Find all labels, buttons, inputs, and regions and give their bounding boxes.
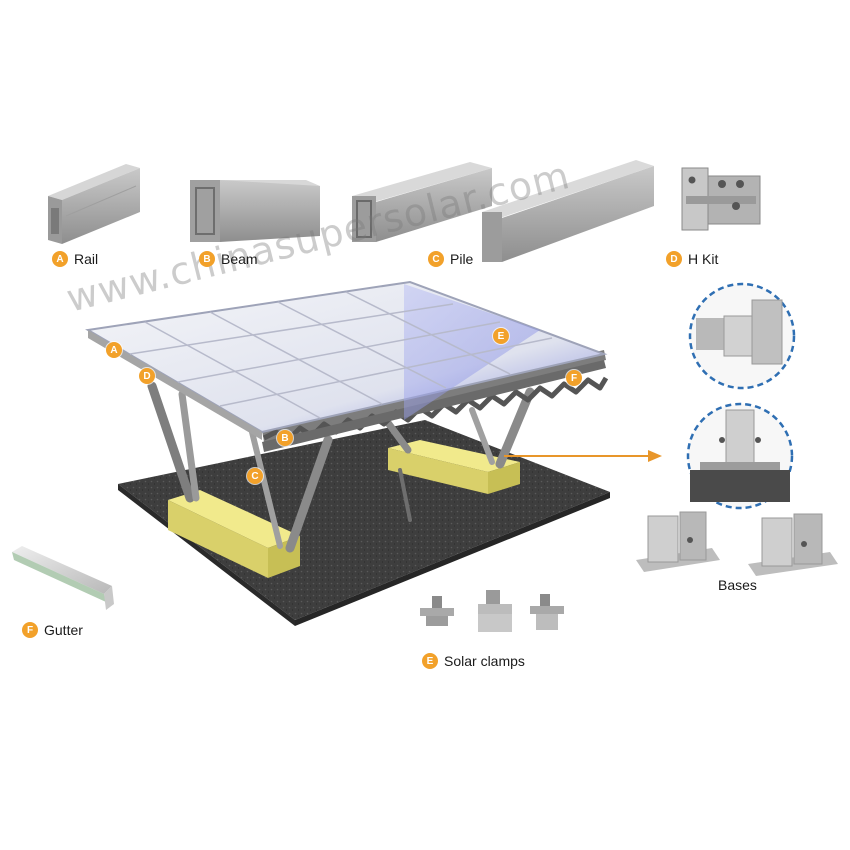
part-label-rail: A Rail: [52, 251, 98, 267]
part-label-text: H Kit: [688, 251, 719, 267]
part-letter-badge: C: [428, 251, 444, 267]
callout-d: D: [139, 368, 155, 384]
part-letter-badge: E: [422, 653, 438, 669]
callout-e: E: [493, 328, 509, 344]
gutter-part: [12, 546, 114, 610]
part-label-text: Solar clamps: [444, 653, 525, 669]
part-label-text: Rail: [74, 251, 99, 267]
part-letter-badge: F: [22, 622, 38, 638]
part-label-text: Pile: [450, 251, 474, 267]
part-label-beam: B Beam: [199, 251, 258, 267]
concrete-footing: [168, 440, 520, 578]
bases-part: [636, 511, 838, 576]
part-label-h-kit: D H Kit: [666, 251, 718, 267]
solar-clamps-part: [420, 590, 564, 632]
pile-posts: [147, 381, 535, 553]
rail-part: [48, 164, 140, 244]
callout-a: A: [106, 342, 122, 358]
part-label-solar-clamps: E Solar clamps: [422, 653, 525, 669]
solar-panel-array: [85, 280, 608, 440]
part-letter-badge: D: [666, 251, 682, 267]
base-detail-callout: [686, 402, 794, 510]
pile-part: [352, 160, 654, 262]
bases-label: Bases: [718, 577, 757, 593]
part-label-text: Gutter: [44, 622, 83, 638]
part-label-gutter: F Gutter: [22, 622, 83, 638]
part-letter-badge: B: [199, 251, 215, 267]
part-label-pile: C Pile: [428, 251, 473, 267]
part-letter-badge: A: [52, 251, 68, 267]
part-label-text: Beam: [221, 251, 258, 267]
callout-c: C: [247, 468, 263, 484]
beam-part: [190, 180, 320, 242]
callout-b: B: [277, 430, 293, 446]
callout-f: F: [566, 370, 582, 386]
h-kit-part: [681, 167, 761, 231]
h-kit-detail-callout: [688, 282, 796, 390]
